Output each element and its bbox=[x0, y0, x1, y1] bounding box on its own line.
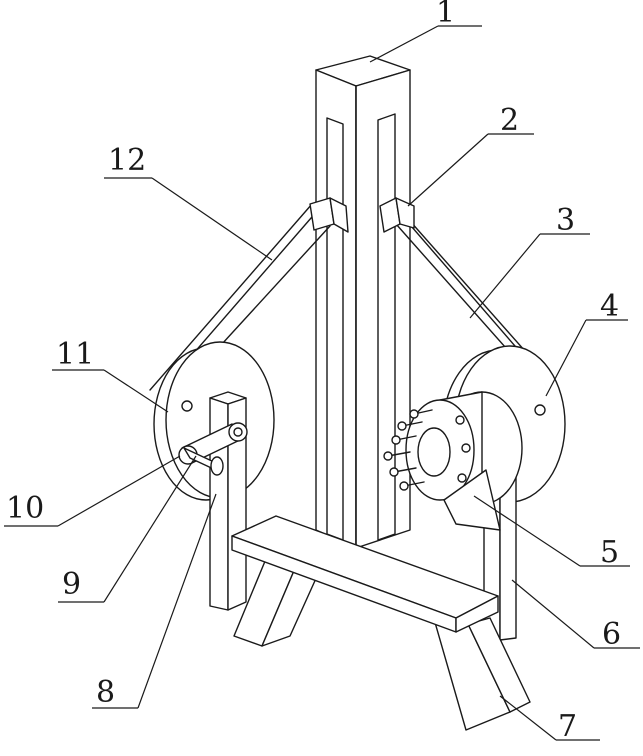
callout-label-2: 2 bbox=[500, 103, 519, 138]
callout-label-12: 12 bbox=[108, 143, 146, 178]
callout-label-5: 5 bbox=[600, 535, 619, 570]
callout-2: 2 bbox=[408, 103, 534, 206]
callout-10: 10 bbox=[4, 456, 180, 526]
callout-8: 8 bbox=[92, 494, 216, 710]
callout-11: 11 bbox=[52, 337, 168, 412]
callout-label-3: 3 bbox=[556, 203, 575, 238]
callout-label-10: 10 bbox=[6, 491, 44, 526]
callout-label-6: 6 bbox=[602, 617, 621, 652]
callout-label-9: 9 bbox=[62, 567, 81, 602]
callout-3: 3 bbox=[470, 203, 590, 318]
callout-label-11: 11 bbox=[56, 337, 94, 372]
callout-label-4: 4 bbox=[600, 289, 619, 324]
callout-12: 12 bbox=[104, 143, 272, 260]
callout-6: 6 bbox=[512, 580, 640, 652]
callout-label-1: 1 bbox=[436, 0, 455, 30]
callout-1: 1 bbox=[370, 0, 482, 62]
callout-label-8: 8 bbox=[96, 675, 115, 710]
callout-label-7: 7 bbox=[558, 709, 577, 744]
callout-4: 4 bbox=[546, 289, 628, 396]
